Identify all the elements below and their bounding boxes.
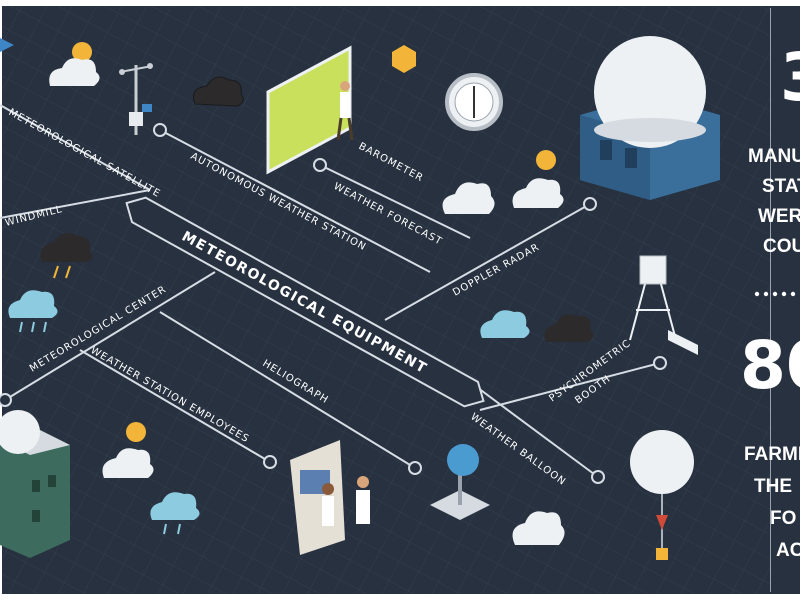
doppler-radar-building-icon [580, 36, 720, 200]
rain-cloud-icon-left [8, 290, 58, 333]
cloud-icon-bottom-right [512, 511, 565, 545]
psychrometric-booth-icon [629, 255, 698, 355]
barometer-icon [445, 73, 503, 131]
rain-cloud-icon-bottom [150, 492, 200, 535]
sidebar-stat2-line-3: FO [770, 508, 796, 529]
line-meteorological-satellite [0, 104, 151, 191]
sidebar-dot-separator [754, 291, 796, 297]
autonomous-weather-station-icon [119, 63, 153, 135]
weather-station-employees-icon [290, 440, 370, 555]
sidebar-stat1-line-3: WER [758, 206, 800, 227]
dark-cloud-icon-right [544, 314, 594, 342]
storm-cloud-icon [40, 233, 93, 279]
sidebar-stat1-line-1: MANU [748, 146, 800, 167]
line-windmill [0, 189, 151, 219]
sun-cloud-icon [49, 42, 100, 86]
line-psychrometric-booth [479, 362, 661, 411]
line-meteorological-center [4, 271, 216, 401]
sun-cloud-icon-bottom [102, 422, 154, 478]
line-autonomous-weather-station [159, 129, 431, 273]
center-label-outline [125, 196, 485, 408]
line-weather-forecast [319, 164, 471, 239]
sidebar-stat1-line-2: STAT [762, 176, 800, 197]
sun-cloud-icon-right [512, 150, 564, 208]
connector-lines [0, 104, 661, 478]
sidebar-stat2-line-2: THE [754, 476, 792, 497]
meteorological-center-building-icon [0, 410, 70, 558]
endpoint-meteorological-center [0, 393, 12, 407]
endpoint-autonomous-station [153, 123, 167, 137]
cloud-icon-middle [442, 182, 495, 214]
dark-cloud-icon [193, 76, 244, 107]
sidebar-panel [770, 6, 800, 594]
line-heliograph [159, 311, 416, 469]
sidebar-stat-number-1: 3 [780, 39, 800, 116]
sidebar-stat1-line-4: COU [763, 236, 800, 257]
endpoint-station-employees [263, 455, 277, 469]
endpoint-weather-forecast [313, 158, 327, 172]
sidebar-stat2-line-4: AC [776, 540, 800, 561]
endpoint-psychrometric-booth [653, 356, 667, 370]
endpoint-heliograph [408, 461, 422, 475]
sidebar-stat-number-2: 80 [740, 327, 800, 404]
endpoint-doppler-radar [583, 197, 597, 211]
line-weather-station-employees [79, 349, 271, 463]
weather-balloon-icon [630, 430, 694, 560]
connector-endpoints [0, 123, 667, 484]
sidebar-stat2-line-1: FARME [744, 444, 800, 465]
weather-forecast-board-icon [266, 45, 354, 175]
line-doppler-radar [384, 203, 591, 321]
satellite-icon [0, 38, 14, 52]
line-weather-balloon [469, 381, 599, 478]
heliograph-icon [430, 444, 490, 520]
sun-icon [392, 45, 416, 73]
blue-cloud-icon-right [480, 310, 530, 338]
endpoint-weather-balloon [591, 470, 605, 484]
